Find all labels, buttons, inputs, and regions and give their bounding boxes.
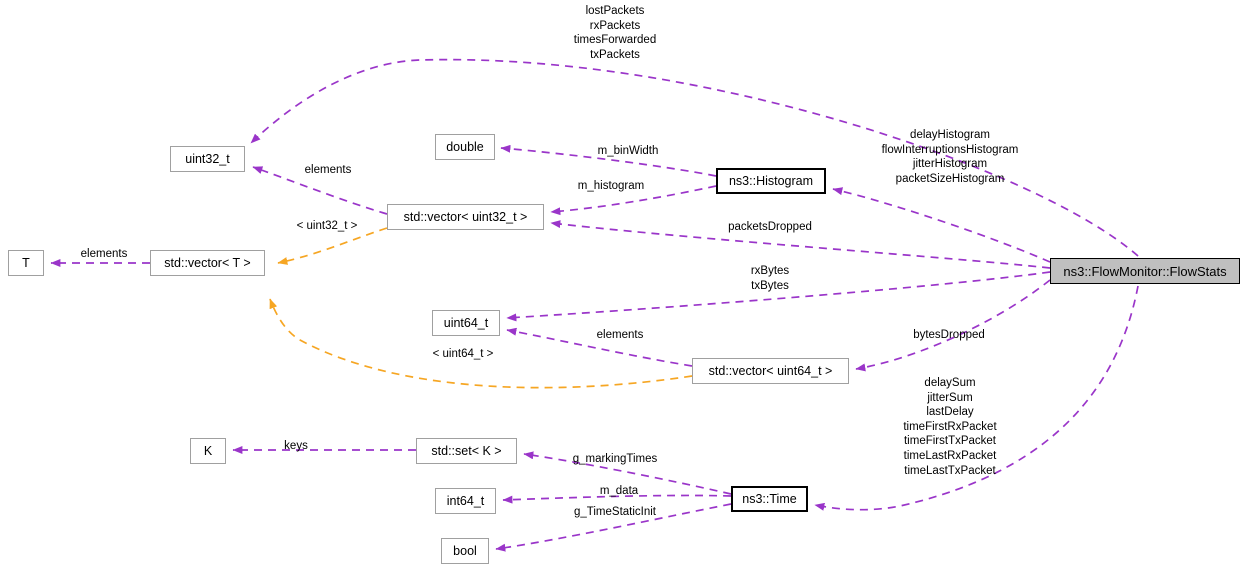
node-bool[interactable]: bool [441,538,489,564]
edge-label-tmpl-uint64: < uint64_t > [432,348,494,360]
node-label: T [22,255,30,270]
edge-label-time-fields: delaySum jitterSum lastDelay timeFirstRx… [903,377,997,477]
node-label: std::set< K > [431,443,502,458]
edge-time-to-set_K [523,451,732,495]
edge-flowstats-to-histogram [832,187,1051,263]
node-int64-t[interactable]: int64_t [435,488,496,514]
edge-label-bytes-dropped: bytesDropped [913,329,985,341]
node-ns3-histogram[interactable]: ns3::Histogram [716,168,826,194]
edge-label-histograms-fields: delayHistogram flowInterruptionsHistogra… [881,129,1019,185]
edge-vec_uint32-to-uint32 [252,166,388,215]
edge-time-to-int64 [502,494,732,504]
node-ns3-time[interactable]: ns3::Time [731,486,808,512]
node-std-vector-T[interactable]: std::vector< T > [150,250,265,276]
edge-label-packets-fields: lostPackets rxPackets timesForwarded txP… [573,5,657,61]
node-std-vector-uint64-t[interactable]: std::vector< uint64_t > [692,358,849,384]
edge-flowstats-to-uint32 [250,58,1139,257]
node-label: ns3::Time [742,491,797,506]
edge-vec_uint64-to-vec_T [269,298,693,389]
edge-label-bytes-fields: rxBytes txBytes [750,265,790,292]
edge-label-g-marking-times: g_markingTimes [572,453,658,465]
edge-label-elements-uint32: elements [304,164,352,176]
node-label: ns3::Histogram [728,173,814,188]
edge-flowstats-to-vec_uint64 [855,279,1051,372]
edge-label-keys: keys [284,440,308,452]
node-T[interactable]: T [8,250,44,276]
node-label: uint32_t [185,151,230,166]
node-label: K [203,443,213,458]
node-K[interactable]: K [190,438,226,464]
edge-histogram-to-vec_uint32 [550,185,717,216]
edge-flowstats-to-time [814,285,1139,511]
node-std-set-K[interactable]: std::set< K > [416,438,517,464]
node-std-vector-uint32-t[interactable]: std::vector< uint32_t > [387,204,544,230]
edge-vec_uint32-to-vec_T [277,227,388,265]
node-label: int64_t [446,493,485,508]
node-label: double [446,139,484,154]
edge-vec_uint64-to-uint64 [506,327,693,367]
edge-label-m-binwidth: m_binWidth [597,145,659,157]
edge-flowstats-to-vec_uint32 [550,220,1051,269]
edge-label-g-time-static-init: g_TimeStaticInit [573,506,657,518]
edge-label-m-histogram: m_histogram [577,180,645,192]
node-uint64-t[interactable]: uint64_t [432,310,500,336]
edge-label-elements-T: elements [80,248,128,260]
node-label: std::vector< uint64_t > [708,363,833,378]
edge-time-to-bool [495,503,732,552]
usage-edges [50,58,1139,552]
edge-label-elements-uint64: elements [596,329,644,341]
node-label: uint64_t [443,315,489,330]
edge-label-m-data: m_data [599,485,639,497]
edge-label-packets-dropped: packetsDropped [728,221,812,233]
node-label: std::vector< uint32_t > [403,209,528,224]
node-uint32-t[interactable]: uint32_t [170,146,245,172]
node-label: std::vector< T > [164,255,251,270]
node-label: ns3::FlowMonitor::FlowStats [1063,263,1227,279]
node-double[interactable]: double [435,134,495,160]
node-ns3-flowmonitor-flowstats[interactable]: ns3::FlowMonitor::FlowStats [1050,258,1240,284]
node-label: bool [453,543,477,558]
template-edges [269,227,693,389]
edge-label-tmpl-uint32: < uint32_t > [296,220,358,232]
